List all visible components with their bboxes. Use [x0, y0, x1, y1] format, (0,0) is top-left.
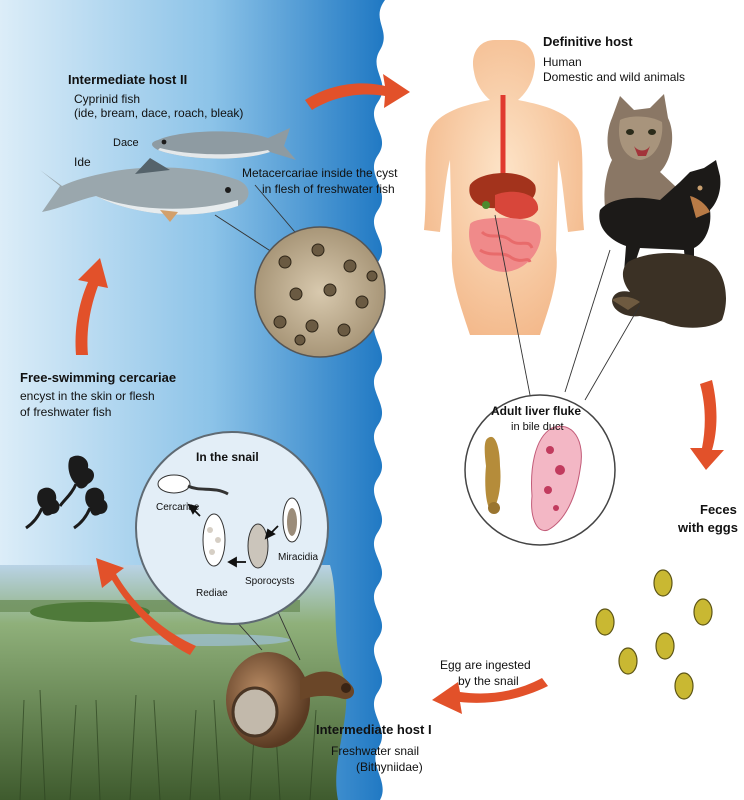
rediae-drawing	[202, 513, 226, 567]
intermediate-host-2-line2: (ide, bream, dace, roach, bleak)	[74, 106, 244, 120]
dace-fish	[152, 128, 296, 160]
ide-label: Ide	[74, 155, 91, 169]
intermediate-host-2-line1: Cyprinid fish	[74, 92, 141, 106]
miracidia-drawing	[282, 497, 302, 543]
intermediate-host-1-title: Intermediate host I	[316, 722, 432, 737]
adult-fluke-subtitle: in bile duct	[511, 421, 564, 433]
intermediate-host-1-line1: Freshwater snail	[331, 744, 420, 758]
dace-label: Dace	[113, 137, 139, 149]
eggs	[595, 569, 713, 700]
feces-line1: Feces	[700, 502, 737, 517]
free-cercariae-title: Free-swimming cercariae	[20, 370, 177, 385]
miracidia-label: Miracidia	[278, 552, 319, 563]
definitive-host-line1: Human	[543, 55, 582, 69]
dog-photo	[599, 160, 721, 272]
egg-ingested-line2: by the snail	[458, 674, 519, 688]
egg-ingested-line1: Egg are ingested	[440, 658, 531, 672]
free-cercariae-line1: encyst in the skin or flesh	[20, 389, 155, 403]
feces-line2: with eggs	[678, 520, 738, 535]
sporocyst-drawing	[247, 523, 269, 569]
cycle-arrows	[75, 74, 724, 714]
definitive-host-title: Definitive host	[543, 34, 633, 49]
fluke-small	[484, 436, 501, 514]
cercariae-label: Cercariae	[156, 502, 200, 513]
in-the-snail-title: In the snail	[196, 450, 259, 464]
rediae-label: Rediae	[196, 588, 228, 599]
ide-fish	[40, 158, 249, 222]
metacercariae-line2: in flesh of freshwater fish	[262, 182, 395, 196]
cercariae-group	[25, 455, 108, 530]
sporocysts-label: Sporocysts	[245, 576, 295, 587]
definitive-host-line2: Domestic and wild animals	[543, 70, 686, 84]
fluke-large	[531, 425, 582, 532]
cercariae-drawing	[157, 474, 229, 496]
intermediate-host-2-title: Intermediate host II	[68, 72, 188, 87]
intermediate-host-1-line2: (Bithyniidae)	[356, 760, 423, 774]
metacercariae-line1: Metacercariae inside the cyst	[242, 166, 398, 180]
snail-photo	[226, 652, 355, 748]
marten-photo	[612, 253, 726, 328]
free-cercariae-line2: of freshwater fish	[20, 405, 112, 419]
adult-fluke-title: Adult liver fluke	[491, 404, 582, 418]
